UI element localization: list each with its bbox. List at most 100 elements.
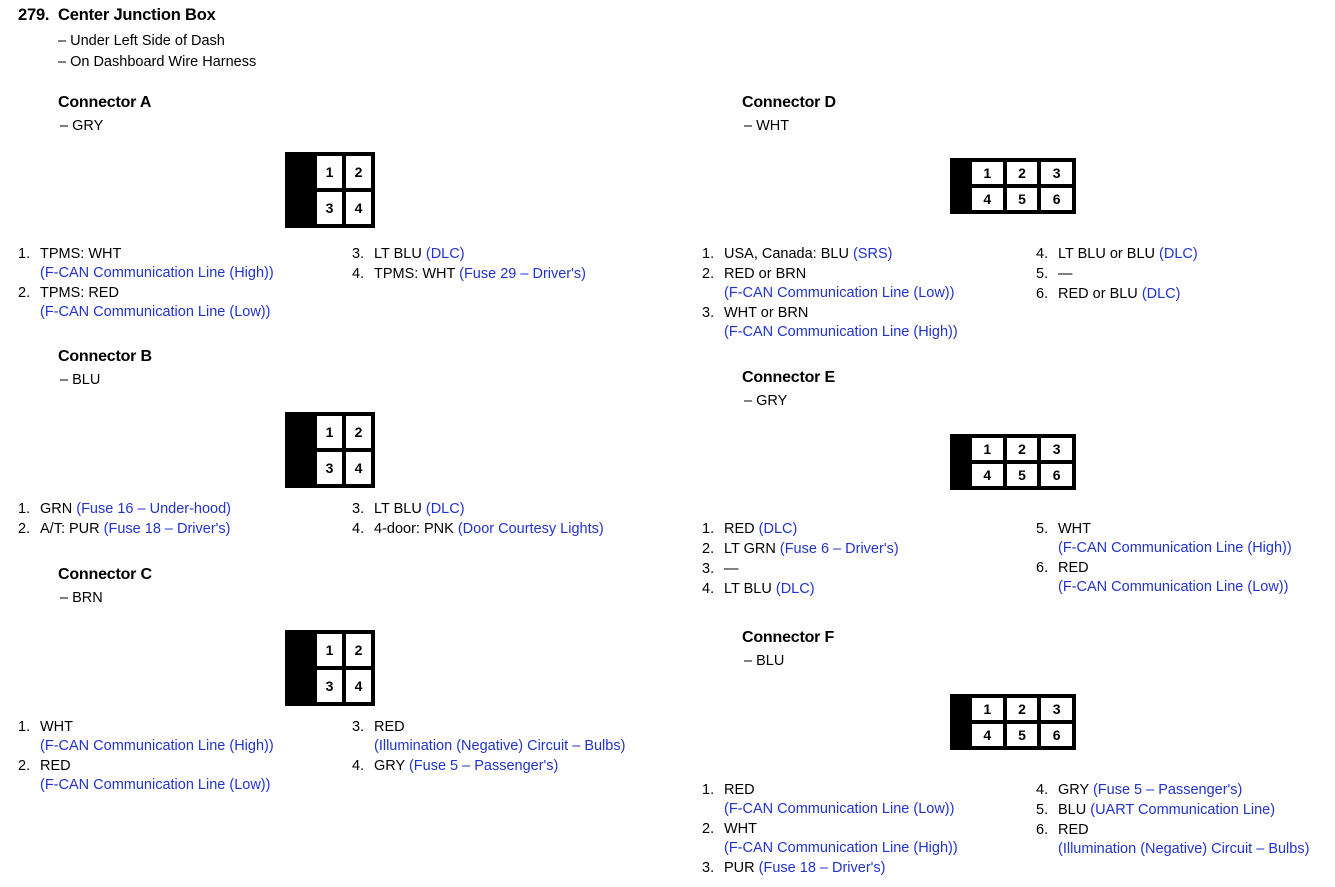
pin-item: 2.LT GRN (Fuse 6 – Driver's) [702,540,899,559]
pin-number: 1. [18,501,31,517]
connector-pin-cell: 3 [317,452,342,484]
pin-body: TPMS: WHT (Fuse 29 – Driver's) [374,265,586,284]
pin-circuit-description: (Fuse 5 – Passenger's) [1092,782,1243,798]
pin-primary-line: BLU (UART Communication Line) [1058,801,1309,820]
connector-keyway [285,152,317,228]
connector-pin-cell: 4 [972,464,1003,486]
pin-circuit-description: (F-CAN Communication Line (Low)) [1058,579,1289,595]
pin-body: LT BLU (DLC) [374,245,586,264]
pin-circuit-description: (Fuse 18 – Driver's) [758,860,886,876]
pin-primary-line: USA, Canada: BLU (SRS) [724,245,958,264]
pin-wire-color: — [724,561,739,577]
pin-body: RED (DLC) [724,520,899,539]
connector-pin-cell: 1 [317,634,342,666]
connector-keyway [950,694,972,750]
pin-primary-line: RED [40,757,274,776]
pin-circuit-description: (Door Courtesy Lights) [457,521,604,537]
pin-number: 1. [18,246,31,262]
pin-body: WHT(F-CAN Communication Line (High)) [1058,520,1292,558]
pin-item: 5.WHT(F-CAN Communication Line (High)) [1036,520,1292,558]
pin-body: TPMS: WHT(F-CAN Communication Line (High… [40,245,274,283]
pin-body: — [1058,265,1198,284]
connector-pin-cell: 6 [1041,464,1072,486]
pin-circuit-description: (F-CAN Communication Line (Low)) [724,285,955,301]
pin-primary-line: LT GRN (Fuse 6 – Driver's) [724,540,899,559]
pin-list-left-e: 1.RED (DLC)2.LT GRN (Fuse 6 – Driver's)3… [702,520,899,600]
pin-circuit-description: (F-CAN Communication Line (Low)) [724,801,955,817]
pin-number: 3. [702,860,715,876]
pin-circuit-description: (UART Communication Line) [1090,802,1276,818]
pin-body: RED(Illumination (Negative) Circuit – Bu… [374,718,625,756]
pin-primary-line: RED [724,781,958,800]
connector-pin-cell: 1 [972,698,1003,720]
pin-item: 4.LT BLU or BLU (DLC) [1036,245,1198,264]
pin-primary-line: A/T: PUR (Fuse 18 – Driver's) [40,520,231,539]
pin-primary-line: — [724,560,899,579]
pin-number: 3. [352,246,365,262]
pin-number: 1. [702,782,715,798]
connector-pin-cell: 1 [972,438,1003,460]
pin-list-right-d: 4.LT BLU or BLU (DLC)5.—6.RED or BLU (DL… [1036,245,1198,305]
pin-primary-line: WHT [1058,520,1292,539]
connector-pin-cell: 4 [346,452,371,484]
pin-item: 4.LT BLU (DLC) [702,580,899,599]
pin-body: RED or BRN(F-CAN Communication Line (Low… [724,265,958,303]
pin-circuit-description: (DLC) [425,246,465,262]
pin-wire-color: WHT [724,821,758,837]
pin-number: 2. [702,266,715,282]
connector-name-c: Connector C [58,566,152,583]
pin-list-right-f: 4.GRY (Fuse 5 – Passenger's)5.BLU (UART … [1036,781,1309,860]
pin-item: 4.GRY (Fuse 5 – Passenger's) [352,757,625,776]
connector-name-e: Connector E [742,369,835,386]
pin-circuit-description: (DLC) [758,521,798,537]
pin-body: GRY (Fuse 5 – Passenger's) [374,757,625,776]
connector-pin-cell: 2 [346,156,371,188]
connector-name-a: Connector A [58,94,152,111]
connector-pin-cell: 3 [1041,438,1072,460]
pin-item: 5. — [1036,265,1198,284]
pin-wire-color: RED or BLU [1058,286,1142,302]
pin-item: 1.GRN (Fuse 16 – Under-hood) [18,500,231,519]
pin-body: PUR (Fuse 18 – Driver's) [724,859,958,878]
pin-primary-line: GRY (Fuse 5 – Passenger's) [374,757,625,776]
pin-primary-line: WHT [724,820,958,839]
pin-wire-color: WHT [1058,521,1092,537]
pin-circuit-description: (DLC) [425,501,465,517]
pin-wire-color: 4-door: PNK [374,521,458,537]
connector-pin-cell: 4 [346,192,371,224]
pin-primary-line: LT BLU or BLU (DLC) [1058,245,1198,264]
pin-circuit-description: (Fuse 16 – Under-hood) [76,501,231,517]
pin-body: WHT or BRN(F-CAN Communication Line (Hig… [724,304,958,342]
pin-list-left-a: 1. TPMS: WHT(F-CAN Communication Line (Hi… [18,245,274,323]
pin-primary-line: RED [374,718,625,737]
pin-body: RED(F-CAN Communication Line (Low)) [40,757,274,795]
pin-number: 6. [1036,822,1049,838]
pin-list-right-a: 3.LT BLU (DLC)4.TPMS: WHT (Fuse 29 – Dri… [352,245,586,285]
connector-pin-cell: 3 [1041,162,1072,184]
pin-number: 6. [1036,286,1049,302]
connector-pin-cell: 3 [317,192,342,224]
pin-primary-line: RED [1058,559,1292,578]
connector-color-f: – BLU [744,653,785,669]
connector-pin-cell: 2 [1006,698,1038,720]
pin-item: 2. RED or BRN(F-CAN Communication Line (L… [702,265,958,303]
pin-number: 2. [18,285,31,301]
pin-body: BLU (UART Communication Line) [1058,801,1309,820]
pin-body: WHT(F-CAN Communication Line (High)) [724,820,958,858]
connector-pin-cell: 5 [1006,188,1038,210]
pin-item: 4.4-door: PNK (Door Courtesy Lights) [352,520,604,539]
pin-list-left-d: 1.USA, Canada: BLU (SRS)2.RED or BRN(F-C… [702,245,958,343]
pin-body: WHT(F-CAN Communication Line (High)) [40,718,274,756]
connector-pin-cell: 4 [972,188,1003,210]
pin-wire-color: USA, Canada: BLU [724,246,853,262]
pin-number: 5. [1036,266,1049,282]
pin-circuit-description: (Fuse 6 – Driver's) [779,541,899,557]
pin-circuit-description: (F-CAN Communication Line (High)) [724,324,958,340]
connector-keyway [950,158,972,214]
pin-circuit-description: (Fuse 29 – Driver's) [459,266,586,282]
